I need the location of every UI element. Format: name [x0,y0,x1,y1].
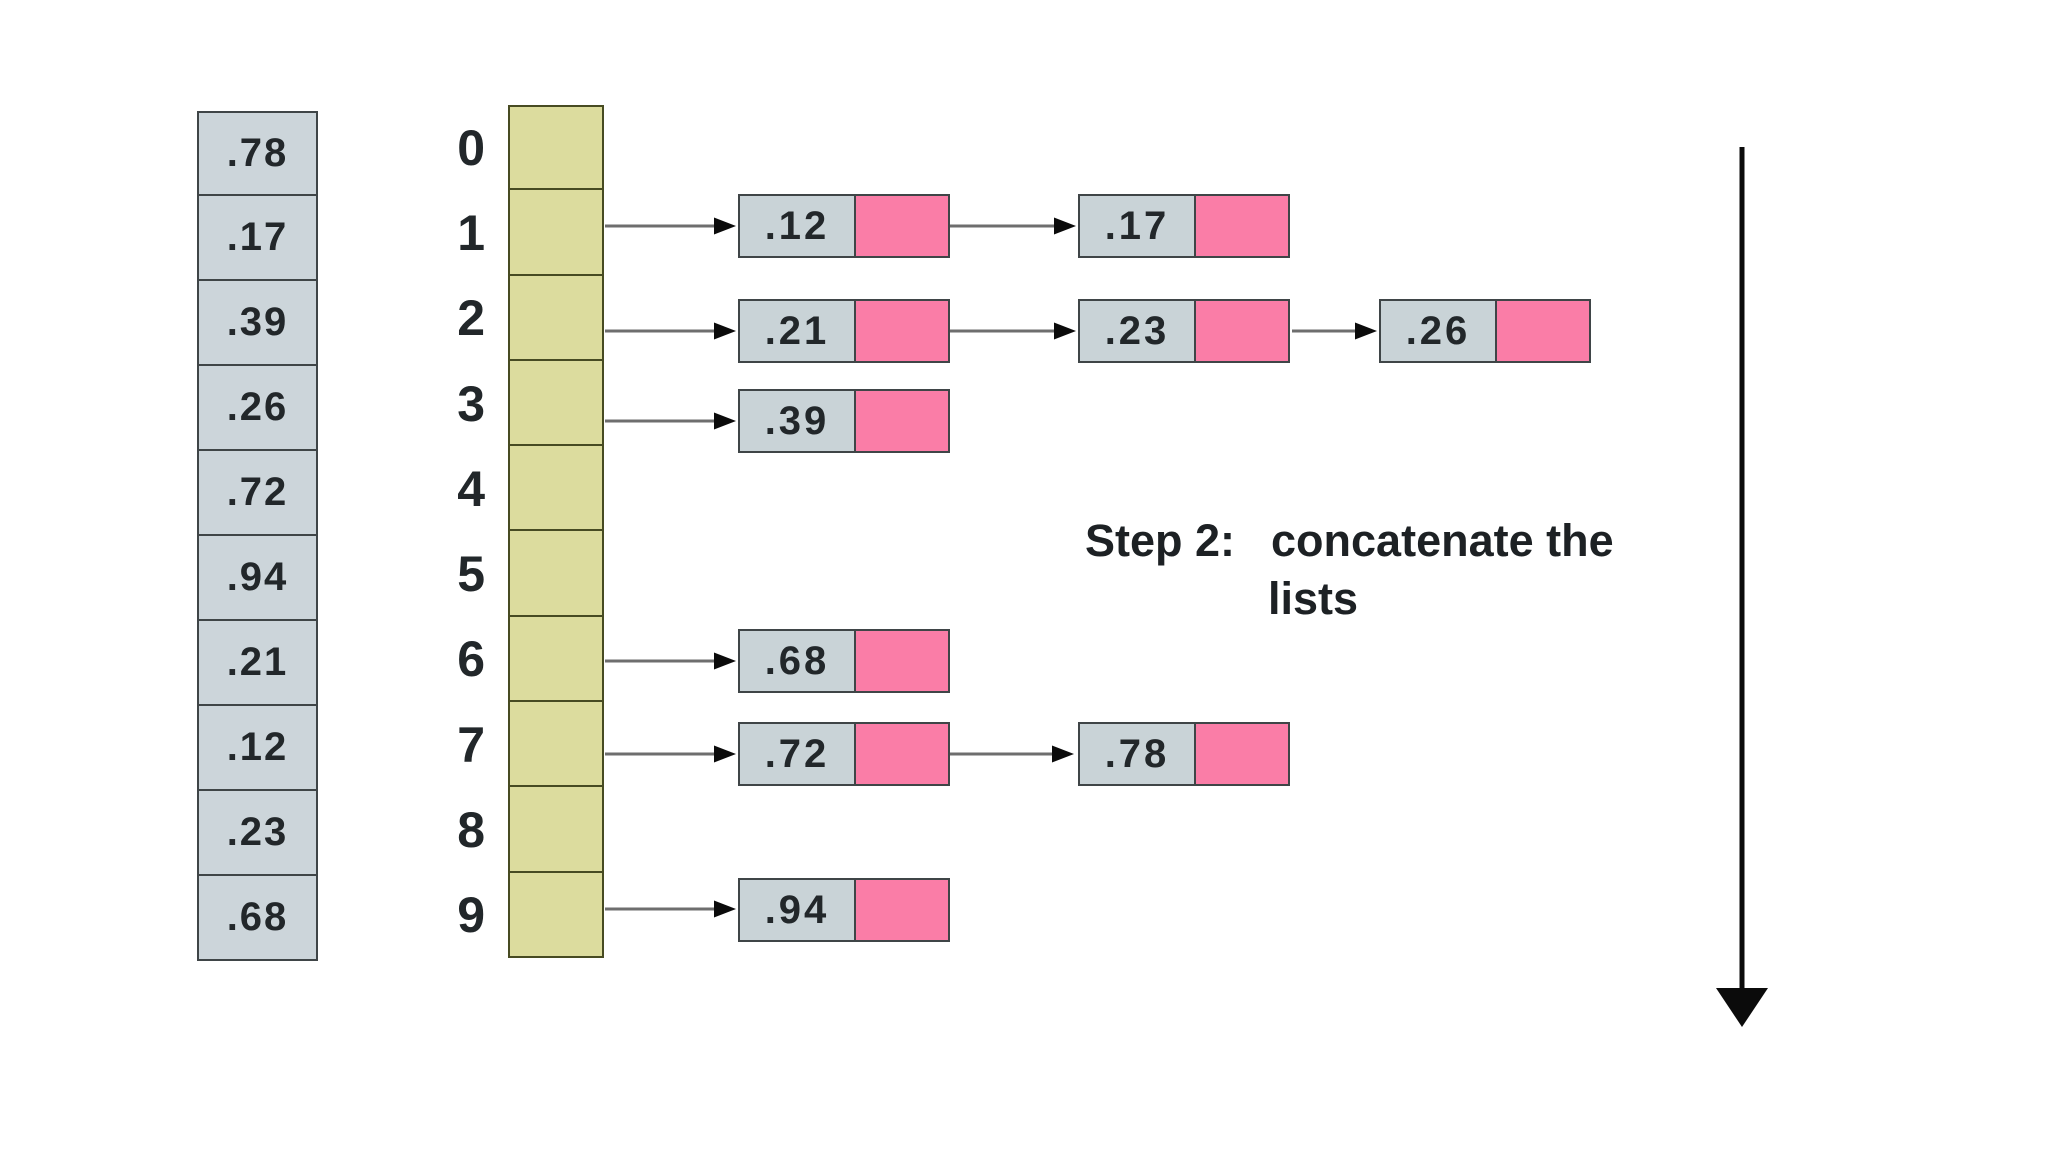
arrow-right-icon [950,217,1076,235]
list-node: .26 [1379,299,1591,363]
arrow-right-icon [950,322,1076,340]
arrow-right-icon [605,652,736,670]
bucket-index-label: 8 [457,802,485,859]
node-value-cell: .78 [1080,724,1196,784]
bucket-index-labels: 0 1 2 3 4 5 6 7 8 9 [390,105,485,958]
input-array-cell: .12 [197,706,318,791]
input-array-cell: .68 [197,876,318,961]
input-array-cell: .23 [197,791,318,876]
bucket-index-label: 3 [457,375,485,432]
node-pointer-cell [1196,196,1288,256]
step-caption-line1: Step 2: concatenate the [1085,512,1614,570]
list-node: .17 [1078,194,1290,258]
arrow-right-icon [605,217,736,235]
list-node: .68 [738,629,950,693]
bucket-cell-4 [508,446,604,532]
bucket-index-label: 5 [457,546,485,603]
node-pointer-cell [856,631,948,691]
input-array-cell: .21 [197,621,318,706]
node-value-cell: .26 [1381,301,1497,361]
input-array-cell: .39 [197,281,318,366]
bucket-array [508,105,604,958]
list-node: .12 [738,194,950,258]
input-array-cell: .26 [197,366,318,451]
bucket-index-label: 0 [457,119,485,176]
bucket-index-label: 4 [457,460,485,517]
step-text: concatenate the [1271,515,1614,566]
bucket-index-label: 6 [457,631,485,688]
bucket-cell-2 [508,275,604,361]
node-value-cell: .39 [740,391,856,451]
bucket-cell-0 [508,105,604,191]
bucket-cell-9 [508,872,604,958]
node-pointer-cell [1497,301,1589,361]
bucket-cell-8 [508,787,604,873]
step-label: Step 2: [1085,515,1236,566]
node-pointer-cell [856,301,948,361]
arrow-right-icon [605,322,736,340]
node-value-cell: .72 [740,724,856,784]
node-pointer-cell [856,880,948,940]
list-node: .72 [738,722,950,786]
bucket-cell-3 [508,360,604,447]
list-node: .23 [1078,299,1290,363]
node-pointer-cell [1196,724,1288,784]
list-node: .94 [738,878,950,942]
arrow-right-icon [605,412,736,430]
input-array-cell: .94 [197,536,318,621]
bucket-index-label: 2 [457,290,485,347]
list-node: .21 [738,299,950,363]
node-pointer-cell [1196,301,1288,361]
bucket-index-label: 9 [457,887,485,944]
node-value-cell: .68 [740,631,856,691]
bucket-cell-1 [508,190,604,276]
bucket-index-label: 7 [457,716,485,773]
node-value-cell: .23 [1080,301,1196,361]
node-value-cell: .21 [740,301,856,361]
step-caption-line2: lists [1268,573,1359,624]
bucket-index-label: 1 [457,204,485,261]
list-node: .78 [1078,722,1290,786]
node-pointer-cell [856,724,948,784]
node-pointer-cell [856,196,948,256]
input-array-cell: .17 [197,196,318,281]
arrow-down-icon [1716,147,1768,1027]
node-value-cell: .94 [740,880,856,940]
input-array: .78 .17 .39 .26 .72 .94 .21 .12 .23 .68 [197,111,318,961]
step-caption: Step 2: concatenate the lists [1085,512,1614,628]
bucket-cell-5 [508,531,604,617]
input-array-cell: .72 [197,451,318,536]
bucket-cell-6 [508,616,604,703]
node-value-cell: .12 [740,196,856,256]
arrow-right-icon [1292,322,1377,340]
bucket-cell-7 [508,702,604,788]
node-pointer-cell [856,391,948,451]
arrow-right-icon [605,745,736,763]
list-node: .39 [738,389,950,453]
arrow-right-icon [605,900,736,918]
arrow-right-icon [950,745,1074,763]
node-value-cell: .17 [1080,196,1196,256]
input-array-cell: .78 [197,111,318,196]
